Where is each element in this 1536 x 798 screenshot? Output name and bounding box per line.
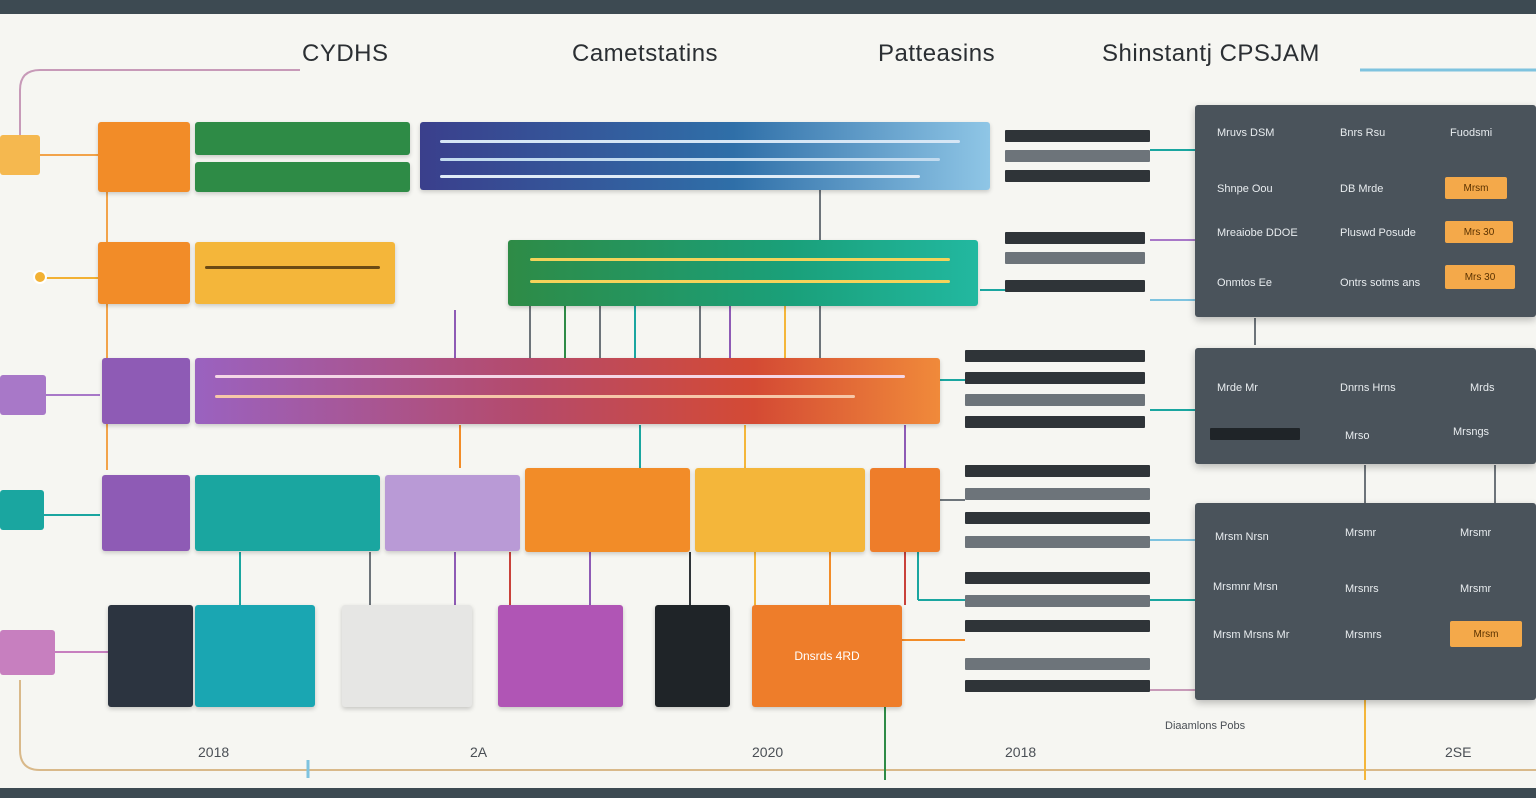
row5-teal-node[interactable] (195, 605, 315, 707)
panel-mid-r0c1: Dnrns Hrns (1340, 382, 1396, 394)
left-node-2[interactable] (33, 270, 47, 284)
row1-stripe-c (440, 175, 920, 178)
left-node-4[interactable] (0, 490, 44, 530)
row1-mini-b (1005, 150, 1150, 162)
panel-top-r0c2: Fuodsmi (1450, 127, 1493, 139)
panel-top-badge-3[interactable]: Mrs 30 (1445, 265, 1515, 289)
row4-mini-a (965, 465, 1150, 477)
panel-top-r3c0: Onmtos Ee (1217, 277, 1273, 289)
row1-stripe-b (440, 158, 940, 161)
row5-purple-node[interactable] (498, 605, 623, 707)
row3-mini-b (965, 372, 1145, 384)
row3-mini-a (965, 350, 1145, 362)
panel-top-badge-1[interactable]: Mrsm (1445, 177, 1507, 199)
panel-bottom-caption: Diaamlons Pobs (1165, 720, 1246, 732)
column-title-4: Shinstantj CPSJAM (1102, 40, 1320, 67)
panel-bottom-r0c2: Mrsmr (1460, 527, 1492, 539)
row1-green-bar-b[interactable] (195, 162, 410, 192)
panel-mid-r1c0 (1210, 428, 1300, 440)
panel-bottom[interactable]: Mrsm Nrsn Mrsmr Mrsmr Mrsmnr Mrsn Mrsnrs… (1195, 503, 1536, 700)
row5-orange-node[interactable]: Dnsrds 4RD (752, 605, 902, 707)
row5-dark-node[interactable] (108, 605, 193, 707)
row2-tab[interactable] (98, 242, 190, 304)
top-frame-bar (0, 0, 1536, 14)
top-rail (19, 69, 300, 140)
row4-mini-b (965, 488, 1150, 500)
footer-label-2: 2A (470, 744, 488, 760)
panel-bottom-r1c0: Mrsmnr Mrsn (1213, 581, 1278, 593)
footer-label-5: 2SE (1445, 744, 1472, 760)
row2-grid-line-b (530, 280, 950, 283)
row4-teal-bar[interactable] (195, 475, 380, 551)
row1-blue-band[interactable] (420, 122, 990, 190)
row2-mini-c (1005, 280, 1145, 292)
panel-top-r2c1: Pluswd Posude (1340, 227, 1416, 239)
panel-bottom-r0c0: Mrsm Nrsn (1215, 531, 1269, 543)
footer-label-4: 2018 (1005, 744, 1037, 760)
row5-mini-d (965, 658, 1150, 670)
row5-black-node[interactable] (655, 605, 730, 707)
row5-mini-a (965, 572, 1150, 584)
footer-label-3: 2020 (752, 744, 784, 760)
panel-mid-r0c2: Mrds (1470, 382, 1495, 394)
panel-mid-r0c0: Mrde Mr (1217, 382, 1258, 394)
panel-top-r2c0: Mreaiobe DDOE (1217, 227, 1298, 239)
panel-bottom-r2c1: Mrsmrs (1345, 629, 1382, 641)
row4-tab[interactable] (102, 475, 190, 551)
row2-green-grid[interactable] (508, 240, 978, 306)
row3-stripe-a (215, 375, 905, 378)
panel-bottom-r0c1: Mrsmr (1345, 527, 1377, 539)
row5-mini-e (965, 680, 1150, 692)
row2-mini-a (1005, 232, 1145, 244)
bottom-frame-bar (0, 788, 1536, 798)
row3-mini-c (965, 394, 1145, 406)
row3-tab[interactable] (102, 358, 190, 424)
panel-middle[interactable]: Mrde Mr Dnrns Hrns Mrds Mrso Mrsngs (1195, 348, 1536, 464)
column-title-2: Cametstatins (572, 40, 719, 67)
panel-bottom-r1c2: Mrsmr (1460, 583, 1492, 595)
panel-top-r1c1: DB Mrde (1340, 183, 1384, 195)
row5-grey-node[interactable] (342, 605, 472, 707)
row5-mini-c (965, 620, 1150, 632)
row1-mini-c (1005, 170, 1150, 182)
row2-stripe (205, 266, 380, 269)
row3-mini-d (965, 416, 1145, 428)
left-node-1[interactable] (0, 135, 40, 175)
panel-mid-r1c1: Mrso (1345, 430, 1370, 442)
column-title-1: CYDHS (302, 40, 389, 67)
panel-top-r0c0: Mruvs DSM (1217, 127, 1275, 139)
row4-orange-block[interactable] (525, 468, 690, 552)
left-node-5[interactable] (0, 630, 55, 675)
row1-stripe-a (440, 140, 960, 143)
row1-green-bar-a[interactable] (195, 122, 410, 155)
panel-top-badge-2[interactable]: Mrs 30 (1445, 221, 1513, 243)
row1-tab[interactable] (98, 122, 190, 192)
row4-mini-d (965, 536, 1150, 548)
row5-mini-b (965, 595, 1150, 607)
row4-yellow-block[interactable] (695, 468, 865, 552)
row4-mini-c (965, 512, 1150, 524)
panel-mid-r1c2: Mrsngs (1453, 426, 1490, 438)
row2-mini-b (1005, 252, 1145, 264)
row1-mini-a (1005, 130, 1150, 142)
row4-end-block[interactable] (870, 468, 940, 552)
row2-grid-line-a (530, 258, 950, 261)
panel-bottom-r2c0: Mrsm Mrsns Mr (1213, 629, 1290, 641)
row2-yellow-bar[interactable] (195, 242, 395, 304)
panel-top-r1c0: Shnpe Oou (1217, 183, 1273, 195)
footer-label-1: 2018 (198, 744, 230, 760)
panel-top-r0c1: Bnrs Rsu (1340, 127, 1386, 139)
bottom-rail (19, 680, 1536, 771)
panel-top[interactable]: Mruvs DSM Bnrs Rsu Fuodsmi Shnpe Oou DB … (1195, 105, 1536, 317)
panel-bottom-r1c1: Mrsnrs (1345, 583, 1379, 595)
row4-lilac-bar[interactable] (385, 475, 520, 551)
row3-stripe-b (215, 395, 855, 398)
column-title-3: Patteasins (878, 40, 996, 67)
panel-bottom-badge[interactable]: Mrsm (1450, 621, 1522, 647)
left-node-3[interactable] (0, 375, 46, 415)
row3-gradient-band[interactable] (195, 358, 940, 424)
panel-top-r3c1: Ontrs sotms ans (1340, 277, 1421, 289)
